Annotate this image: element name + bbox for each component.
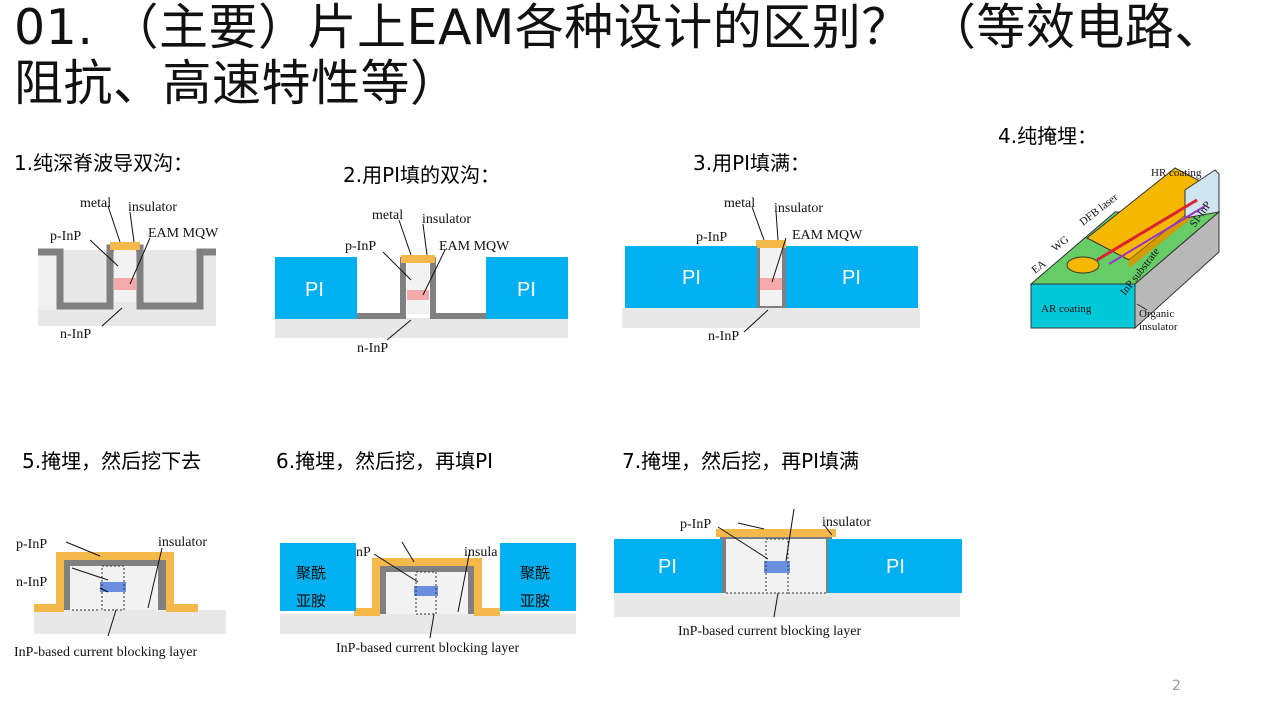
- label-pi-right: PI: [886, 556, 905, 578]
- label-pi-right-1: 聚酰: [520, 564, 550, 582]
- label-pi-left-2: 亚胺: [296, 592, 326, 610]
- diagram-design-6: 聚酰 亚胺 聚酰 亚胺 nP insula InP-based current …: [280, 541, 576, 656]
- pi-block-right: [500, 543, 576, 611]
- label-p-inp: p-InP: [345, 239, 376, 254]
- label-insulator: insulator: [774, 201, 823, 216]
- label-p-inp: p-InP: [696, 230, 727, 245]
- label-pi-right: PI: [517, 279, 536, 301]
- label-n-inp: n-InP: [357, 341, 388, 356]
- diagram-design-2: PI PI metal insulator p-InP EAM MQW n-In…: [275, 208, 568, 356]
- label-current-blocking-layer: InP-based current blocking layer: [678, 624, 861, 639]
- diagram-design-4: HR coating DFB laser WG EA SI-InP InP su…: [1029, 167, 1221, 333]
- diagram-design-7: PI PI p-InP insulator InP-based current …: [614, 508, 962, 639]
- label-n-inp: n-InP: [16, 575, 47, 590]
- label-eam-mqw: EAM MQW: [792, 228, 863, 243]
- label-insulator: insulator: [128, 200, 177, 215]
- label-current-blocking-layer: InP-based current blocking layer: [14, 645, 197, 660]
- pi-block-left: [614, 539, 722, 593]
- label-ar-coating: AR coating: [1041, 303, 1092, 315]
- label-wg: WG: [1049, 234, 1071, 255]
- pi-block-right: [828, 539, 962, 593]
- label-pi-left: PI: [682, 267, 701, 289]
- label-eam-mqw: EAM MQW: [439, 239, 510, 254]
- label-insulator: insula: [464, 545, 498, 560]
- diagram-design-1: metal insulator p-InP EAM MQW n-InP: [38, 196, 219, 342]
- label-p-inp: p-InP: [50, 229, 81, 244]
- label-organic: Organic: [1139, 308, 1174, 320]
- label-hr-coating: HR coating: [1151, 167, 1202, 179]
- label-organic-insulator: insulator: [1139, 321, 1178, 333]
- caption-design-5: 5.掩埋，然后挖下去: [22, 449, 202, 473]
- label-metal: metal: [80, 196, 111, 211]
- label-metal: metal: [724, 196, 755, 211]
- label-pi-left: PI: [658, 556, 677, 578]
- pi-block-right: [486, 257, 568, 319]
- pi-block-right: [786, 246, 918, 308]
- label-current-blocking-layer: InP-based current blocking layer: [336, 641, 519, 656]
- label-p-inp: nP: [356, 545, 371, 560]
- label-p-inp: p-InP: [16, 537, 47, 552]
- diagram-design-3: PI PI metal insulator p-InP EAM MQW n-In…: [622, 196, 920, 344]
- label-insulator: insulator: [422, 212, 471, 227]
- caption-design-4: 4.纯掩埋：: [998, 124, 1098, 148]
- label-eam-mqw: EAM MQW: [148, 226, 219, 241]
- label-pi-left: PI: [305, 279, 324, 301]
- page-number: 2: [1172, 678, 1181, 694]
- pi-block-left: [625, 246, 757, 308]
- label-pi-left-1: 聚酰: [296, 564, 326, 582]
- caption-design-1: 1.纯深脊波导双沟：: [14, 151, 194, 175]
- label-pi-right-2: 亚胺: [520, 592, 550, 610]
- caption-design-7: 7.掩埋，然后挖，再PI填满: [622, 449, 860, 473]
- pi-block-left: [275, 257, 357, 319]
- pi-block-left: [280, 543, 356, 611]
- label-insulator: insulator: [822, 515, 871, 530]
- label-pi-right: PI: [842, 267, 861, 289]
- label-n-inp: n-InP: [60, 327, 91, 342]
- label-p-inp: p-InP: [680, 517, 711, 532]
- label-insulator: insulator: [158, 535, 207, 550]
- caption-design-3: 3.用PI填满：: [693, 151, 811, 175]
- label-metal: metal: [372, 208, 403, 223]
- label-n-inp: n-InP: [708, 329, 739, 344]
- caption-design-6: 6.掩埋，然后挖，再填PI: [276, 449, 494, 473]
- caption-design-2: 2.用PI填的双沟：: [343, 163, 501, 187]
- slide-title: 01. （主要）片上EAM各种设计的区别？ （等效电路、阻抗、高速特性等）: [14, 0, 1224, 112]
- diagram-design-5: p-InP n-InP insulator InP-based current …: [14, 535, 226, 660]
